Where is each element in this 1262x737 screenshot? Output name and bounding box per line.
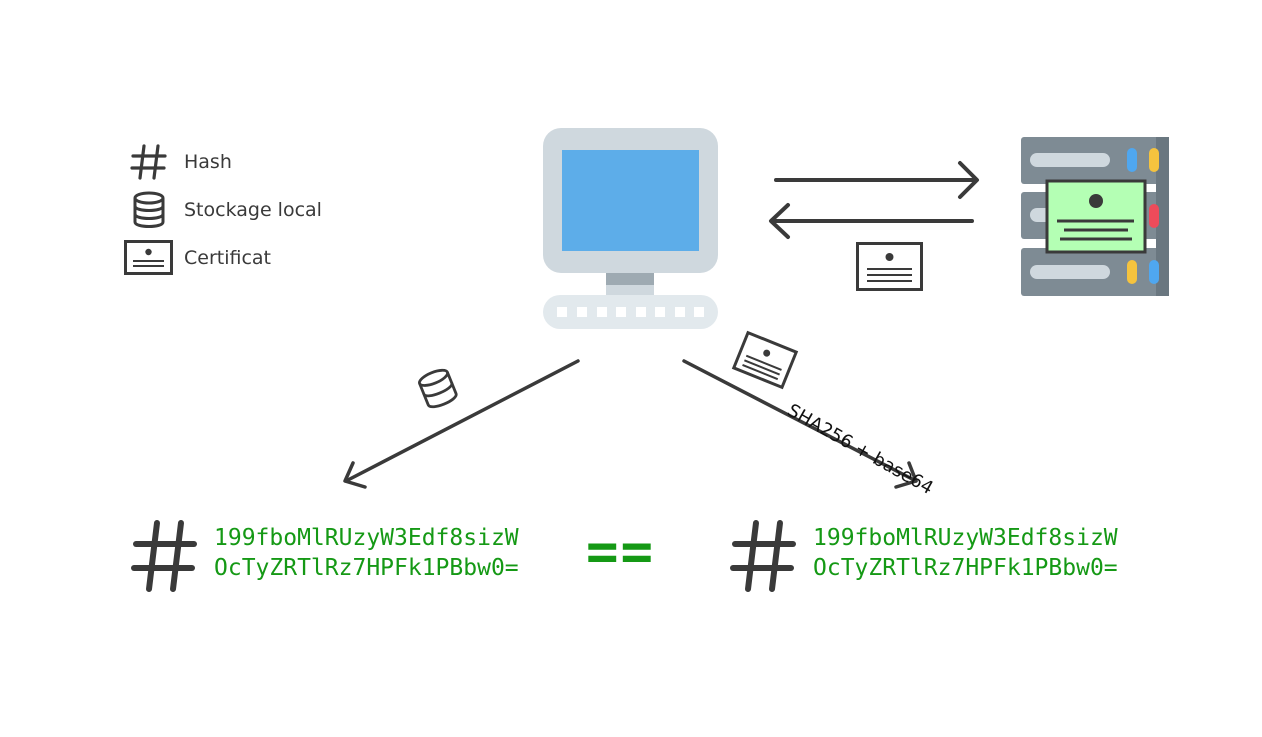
certificate-icon bbox=[731, 330, 799, 390]
compute-hash-arrow bbox=[682, 359, 918, 489]
database-icon bbox=[133, 191, 165, 228]
request-arrow bbox=[774, 161, 979, 199]
database-icon bbox=[418, 368, 458, 409]
hash-icon bbox=[131, 520, 197, 592]
stored-hash-line-1: 199fboMlRUzyW3Edf8sizW bbox=[214, 525, 519, 551]
computer-icon bbox=[543, 128, 718, 329]
computed-hash-line-1: 199fboMlRUzyW3Edf8sizW bbox=[813, 525, 1118, 551]
stored-hash-line-2: OcTyZRTlRz7HPFk1PBbw0= bbox=[214, 555, 519, 581]
local-storage-arrow bbox=[343, 359, 580, 489]
server-icon bbox=[1021, 137, 1169, 296]
computed-hash-line-2: OcTyZRTlRz7HPFk1PBbw0= bbox=[813, 555, 1118, 581]
legend-certificate-label: Certificat bbox=[184, 247, 272, 269]
response-arrow bbox=[769, 203, 974, 239]
certificate-icon bbox=[124, 240, 173, 275]
certificate-icon bbox=[856, 242, 923, 291]
equals-sign: == bbox=[586, 520, 656, 583]
legend-hash-label: Hash bbox=[184, 151, 232, 173]
hash-icon bbox=[130, 144, 167, 180]
hash-icon bbox=[730, 520, 796, 592]
legend-storage-label: Stockage local bbox=[184, 199, 322, 221]
